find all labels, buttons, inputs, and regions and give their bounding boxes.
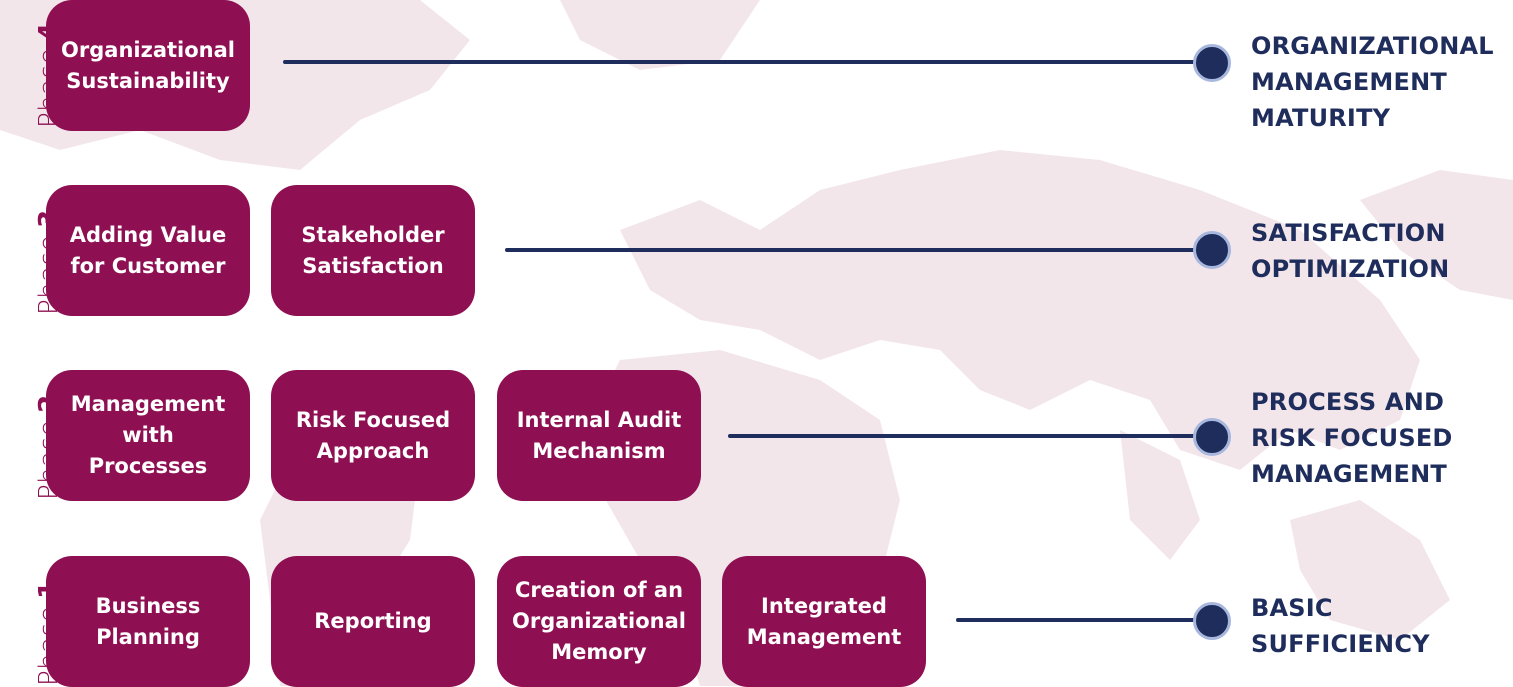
box-label: Risk Focused Approach [295,407,451,463]
phase-2-outcome: PROCESS AND RISK FOCUSED MANAGEMENT [1251,388,1453,488]
phase-2-box-risk-focused-approach: Risk Focused Approach [271,370,475,501]
phase-1-box-business-planning: Business Planning [46,556,250,687]
phase-2-box-internal-audit-mechanism: Internal Audit Mechanism [497,370,701,501]
phase-3-box-stakeholder-satisfaction: Stakeholder Satisfaction [271,185,475,316]
phase-2-milestone-dot [1193,418,1231,456]
box-label: Integrated Management [746,593,902,649]
phase-1-box-reporting: Reporting [271,556,475,687]
box-label: Adding Value for Customer [69,222,227,278]
phase-4-milestone-dot [1193,44,1231,82]
phase-1-connector-line [956,618,1203,622]
phase-1-milestone-dot [1193,602,1231,640]
phase-1-box-creation-of-organizational-memory: Creation of an Organizational Memory [497,556,701,687]
phase-2-box-management-with-processes: Management with Processes [46,370,250,501]
box-label: Creation of an Organizational Memory [512,578,686,664]
box-label: Management with Processes [70,392,226,478]
phase-1-outcome: BASIC SUFFICIENCY [1251,594,1430,658]
box-label: Stakeholder Satisfaction [301,222,445,278]
phase-3-box-adding-value-for-customer: Adding Value for Customer [46,185,250,316]
phase-4-box-organizational-sustainability: Organizational Sustainability [46,0,250,131]
phase-2-connector-line [728,434,1203,438]
box-label: Reporting [314,609,432,633]
phase-4-connector-line [283,60,1203,64]
box-label: Internal Audit Mechanism [516,407,682,463]
phase-1-box-integrated-management: Integrated Management [722,556,926,687]
phase-3-connector-line [505,248,1203,252]
box-label: Business Planning [95,593,201,649]
phase-3-milestone-dot [1193,231,1231,269]
phase-4-outcome: ORGANIZATIONAL MANAGEMENT MATURITY [1251,32,1494,132]
box-label: Organizational Sustainability [61,37,235,93]
phase-3-outcome: SATISFACTION OPTIMIZATION [1251,219,1450,283]
